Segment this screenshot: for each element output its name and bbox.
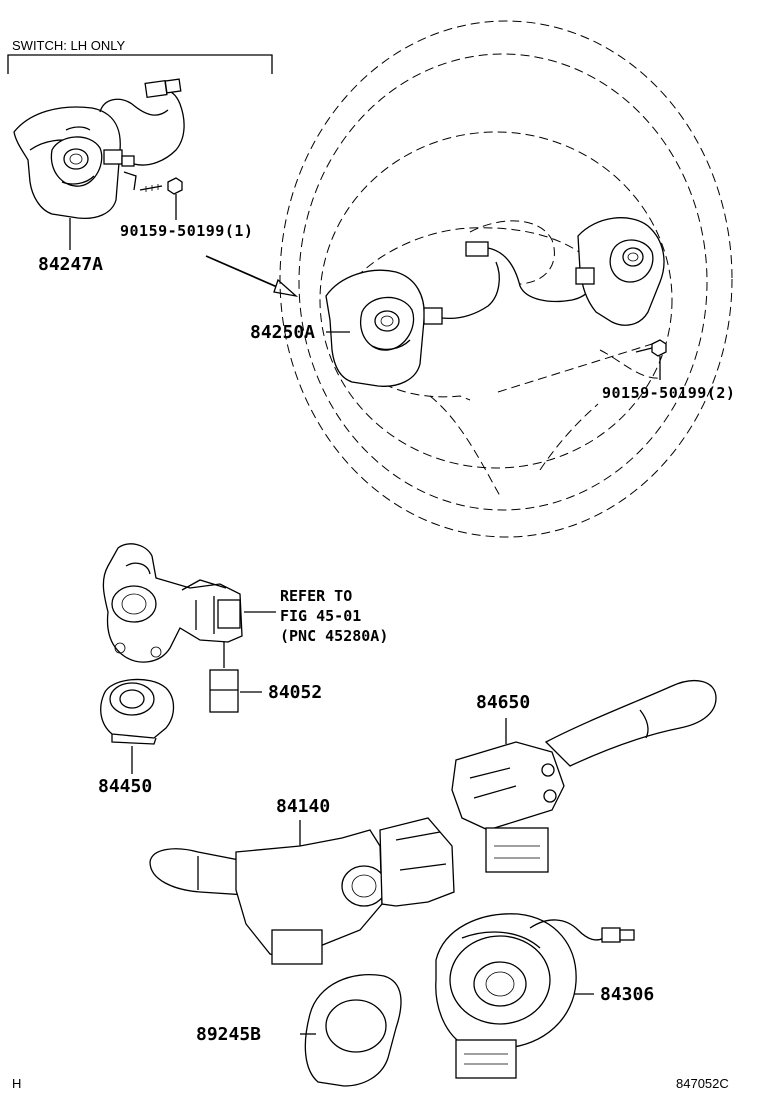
- lh-switch-84247a-drawing: [13, 78, 185, 250]
- part-label-84450[interactable]: 84450: [98, 776, 153, 797]
- part-label-84250a[interactable]: 84250A: [250, 322, 316, 343]
- wiper-switch-84650-drawing: [451, 680, 717, 873]
- switch-lh-only-note: SWITCH: LH ONLY: [12, 38, 126, 53]
- spiral-cable-84306-drawing: [435, 913, 635, 1079]
- steering-sensor-89245b-drawing: [300, 974, 402, 1087]
- part-label-84052[interactable]: 84052: [268, 682, 323, 703]
- ignition-switch-body-drawing: [100, 543, 276, 774]
- refer-line-3: (PNC 45280A): [280, 627, 389, 645]
- part-label-90159-50199-2[interactable]: 90159-50199(2): [602, 384, 736, 402]
- part-label-84140[interactable]: 84140: [276, 796, 331, 817]
- refer-line-1: REFER TO: [280, 587, 353, 605]
- header-bracket: [7, 54, 273, 74]
- steering-wheel-84250a-drawing: [279, 20, 733, 538]
- part-label-84650[interactable]: 84650: [476, 692, 531, 713]
- refer-to-note[interactable]: REFER TO FIG 45-01 (PNC 45280A): [280, 586, 388, 646]
- corner-letter: H: [12, 1076, 22, 1091]
- figure-code: 847052C: [676, 1076, 729, 1091]
- part-label-89245b[interactable]: 89245B: [196, 1024, 262, 1045]
- part-label-84306[interactable]: 84306: [600, 984, 655, 1005]
- part-label-90159-50199-1[interactable]: 90159-50199(1): [120, 222, 254, 240]
- refer-line-2: FIG 45-01: [280, 607, 362, 625]
- turn-switch-84140-drawing: [149, 817, 455, 965]
- direction-arrow: [205, 255, 299, 298]
- part-label-84247a[interactable]: 84247A: [38, 254, 104, 275]
